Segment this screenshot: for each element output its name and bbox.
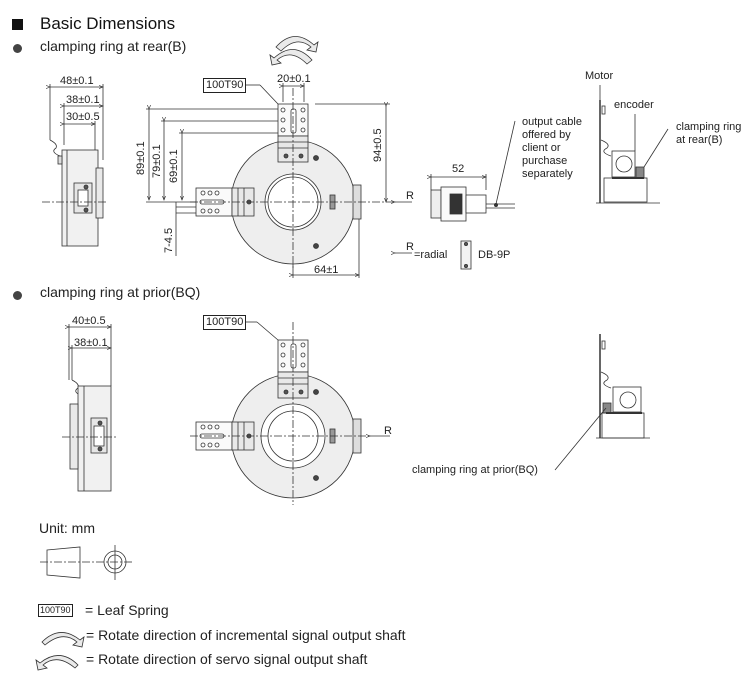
- installation-rear: [596, 85, 669, 204]
- side-view-rear: [42, 84, 108, 247]
- dim-69: 69±0.1: [168, 149, 180, 183]
- encoder-label: encoder: [614, 99, 654, 111]
- radial-legend-text: =radial: [414, 249, 448, 261]
- connector-type: DB-9P: [478, 249, 511, 261]
- leaf-spring-label-prior: 100T90: [203, 315, 247, 330]
- radial-legend-marker: R: [406, 241, 414, 253]
- page-title: Basic Dimensions: [40, 14, 176, 33]
- clockwise-arrow-icon: [41, 632, 85, 648]
- radial-marker: R: [406, 190, 414, 202]
- section-bullet-icon: [13, 291, 22, 300]
- radial-marker-prior: R: [384, 425, 392, 437]
- leaf-spring-label: 100T90: [203, 78, 247, 93]
- front-view-prior: [190, 321, 390, 505]
- legend-leaf-spring: = Leaf Spring: [85, 602, 169, 618]
- dim-38: 38±0.1: [66, 94, 100, 106]
- legend-servo: = Rotate direction of servo signal outpu…: [86, 651, 368, 667]
- dim-20: 20±0.1: [277, 73, 311, 85]
- projection-symbol: [40, 545, 132, 580]
- counterclockwise-arrow-icon: [35, 655, 79, 671]
- leaf-spring-symbol: 100T90: [38, 604, 73, 617]
- dim-38-prior: 38±0.1: [74, 337, 108, 349]
- dim-64: 64±1: [314, 264, 339, 276]
- section-heading-rear: clamping ring at rear(B): [40, 38, 187, 54]
- installation-prior: [554, 334, 650, 471]
- side-view-prior: [62, 324, 116, 492]
- front-view-rear: [146, 83, 412, 278]
- unit-label: Unit: mm: [39, 520, 95, 536]
- dim-40: 40±0.5: [72, 315, 106, 327]
- dim-30: 30±0.5: [66, 111, 100, 123]
- connector-drawing: [395, 120, 516, 270]
- cable-note: output cable offered by client or purcha…: [522, 116, 582, 180]
- title-bullet-icon: [12, 19, 23, 30]
- legend-incremental: = Rotate direction of incremental signal…: [86, 627, 406, 643]
- rotation-arrows-icon: [269, 36, 319, 66]
- dim-48: 48±0.1: [60, 75, 94, 87]
- dim-7-4-5: 7-4.5: [163, 227, 175, 253]
- dim-52: 52: [452, 163, 465, 175]
- section-bullet-icon: [13, 44, 22, 53]
- dim-79: 79±0.1: [151, 144, 163, 178]
- dim-94: 94±0.5: [372, 128, 384, 162]
- clamp-prior-label: clamping ring at prior(BQ): [412, 464, 538, 476]
- section-heading-prior: clamping ring at prior(BQ): [40, 284, 201, 300]
- motor-label: Motor: [585, 70, 614, 82]
- dim-89: 89±0.1: [135, 141, 147, 175]
- clamp-rear-label: clamping ring at rear(B): [676, 121, 742, 146]
